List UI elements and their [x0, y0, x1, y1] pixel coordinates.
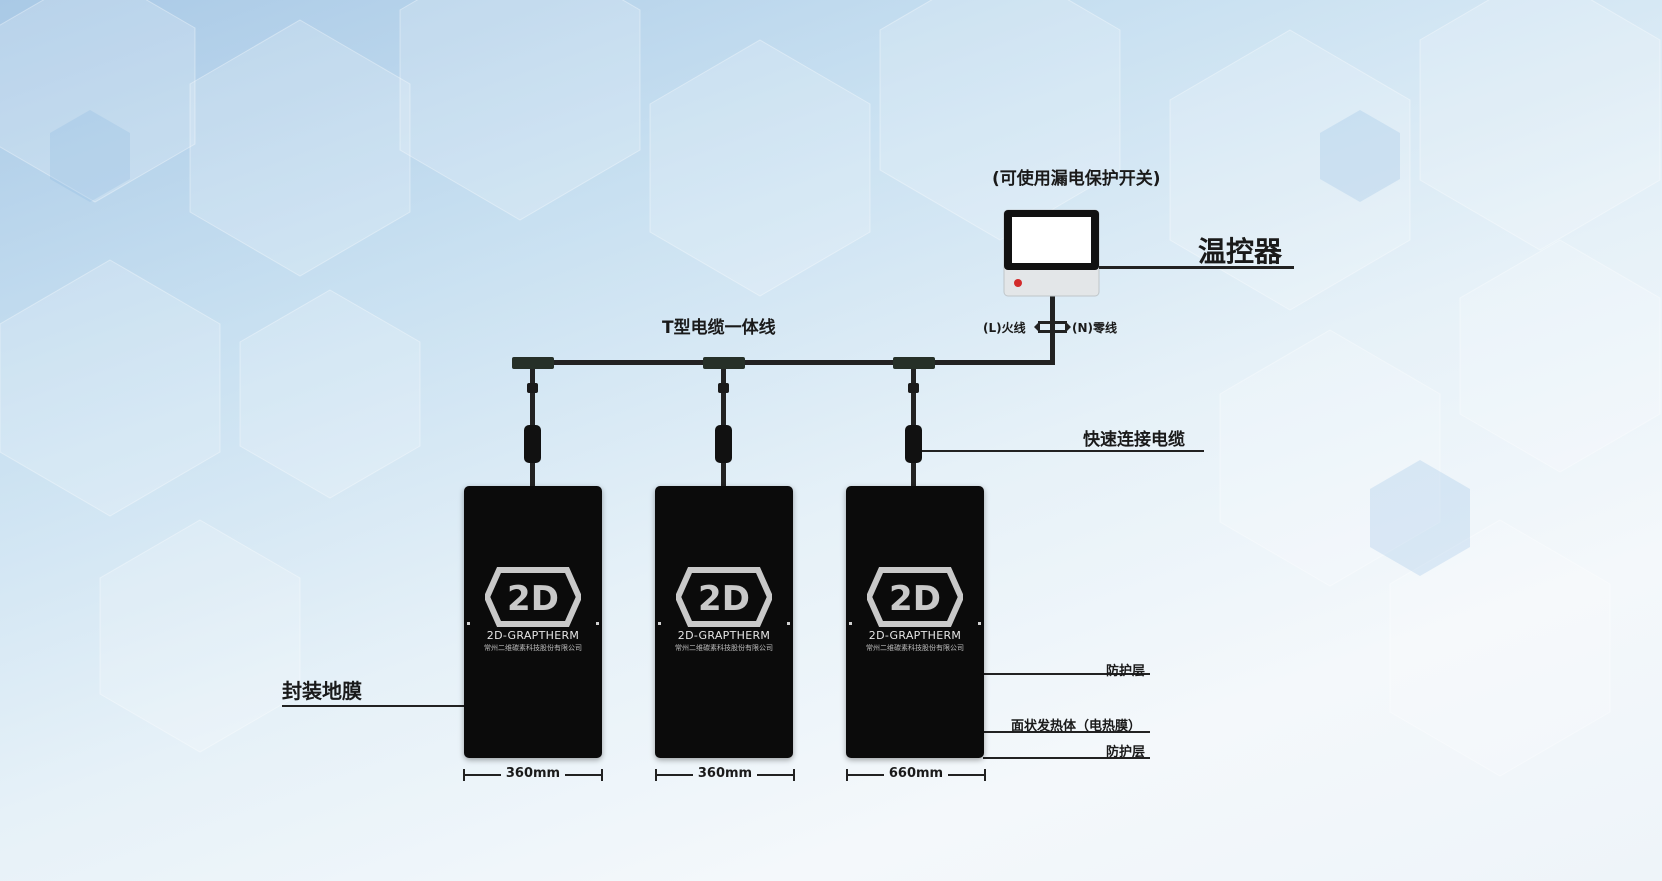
- quick-connector-icon: [905, 425, 922, 463]
- leakage-protection-note: (可使用漏电保护开关): [992, 169, 1161, 189]
- 2d-logo-icon: 2D: [485, 567, 581, 627]
- t-connector-icon: [703, 357, 745, 369]
- dimension-label: 360mm: [697, 766, 753, 781]
- thermostat-feed-wire: [1050, 290, 1055, 365]
- protective-layer-bottom-leader: [983, 757, 1150, 759]
- quick-connector-icon: [718, 383, 729, 393]
- panel-brand: 2D-GRAPTHERM: [677, 629, 771, 642]
- quick-connect-label: 快速连接电缆: [1083, 430, 1185, 450]
- 2d-logo-icon: 2D: [867, 567, 963, 627]
- heating-element-label: 面状发热体（电热膜）: [1011, 719, 1142, 734]
- panel-company: 常州二维碳素科技股份有限公司: [675, 644, 773, 652]
- panel-width-dimension: 660mm: [846, 766, 986, 784]
- ln-arrow-right: [1065, 321, 1071, 333]
- sealed-film-label: 封装地膜: [282, 679, 362, 703]
- heating-element-leader: [983, 731, 1150, 733]
- thermostat-label: 温控器: [1198, 235, 1283, 268]
- protective-layer-top-label: 防护层: [1106, 664, 1146, 679]
- svg-text:2D: 2D: [889, 579, 941, 619]
- svg-text:2D: 2D: [507, 579, 559, 619]
- quick-connector-icon: [715, 425, 732, 463]
- panel-width-dimension: 360mm: [655, 766, 795, 784]
- quick-connector-icon: [524, 425, 541, 463]
- ln-wire-marker-bottom: [1038, 330, 1067, 333]
- 2d-logo-icon: 2D: [676, 567, 772, 627]
- dimension-label: 660mm: [888, 766, 944, 781]
- panel-company: 常州二维碳素科技股份有限公司: [484, 644, 582, 652]
- heating-film-panel: 2D 2D-GRAPTHERM 常州二维碳素科技股份有限公司: [846, 486, 984, 758]
- ln-arrow-left: [1034, 321, 1040, 333]
- thermostat-leader: [1099, 266, 1294, 269]
- panel-company: 常州二维碳素科技股份有限公司: [866, 644, 964, 652]
- thermostat-icon: [1003, 209, 1100, 297]
- sealed-film-leader: [282, 705, 465, 707]
- live-wire-label: (L)火线: [983, 321, 1026, 335]
- thermostat-led: [1014, 279, 1022, 287]
- panel-brand: 2D-GRAPTHERM: [486, 629, 580, 642]
- quick-connect-leader: [922, 450, 1204, 452]
- quick-connector-icon: [527, 383, 538, 393]
- protective-layer-top-leader: [983, 673, 1150, 675]
- t-cable-trunk: [532, 360, 1050, 365]
- t-cable-label: T型电缆一体线: [662, 318, 776, 338]
- panel-brand: 2D-GRAPTHERM: [868, 629, 962, 642]
- ln-wire-marker-top: [1038, 321, 1067, 324]
- panel-width-dimension: 360mm: [463, 766, 603, 784]
- dimension-label: 360mm: [505, 766, 561, 781]
- quick-connector-icon: [908, 383, 919, 393]
- heating-film-panel: 2D 2D-GRAPTHERM 常州二维碳素科技股份有限公司: [655, 486, 793, 758]
- t-connector-icon: [893, 357, 935, 369]
- svg-text:2D: 2D: [698, 579, 750, 619]
- neutral-wire-label: (N)零线: [1072, 321, 1118, 335]
- heating-film-panel: 2D 2D-GRAPTHERM 常州二维碳素科技股份有限公司: [464, 486, 602, 758]
- protective-layer-bottom-label: 防护层: [1106, 745, 1146, 760]
- t-connector-icon: [512, 357, 554, 369]
